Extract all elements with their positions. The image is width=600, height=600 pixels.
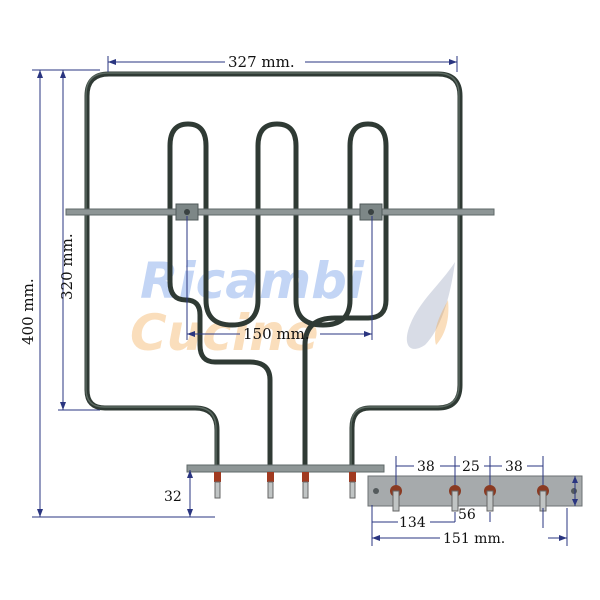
terminal-plate-detail: 38 25 38 134 56 151 mm. <box>367 456 583 547</box>
watermark-line1: Ricambi <box>140 252 365 310</box>
inner-serpentine <box>167 121 389 471</box>
dimension-width-top: 327 mm. <box>107 53 458 72</box>
label-height-total: 400 mm. <box>19 278 37 345</box>
plate-terminal-1 <box>390 485 402 512</box>
dimension-height-element: 320 mm. <box>58 69 100 411</box>
plate-terminal-3 <box>484 485 496 512</box>
label-plate-spacing-2: 25 <box>462 459 480 475</box>
label-width-top: 327 mm. <box>228 53 295 71</box>
label-plate-offset-b: 56 <box>458 507 476 523</box>
label-plate-spacing-1: 38 <box>417 459 435 475</box>
mounting-bar <box>65 203 495 221</box>
label-plate-offset-a: 134 <box>399 515 426 531</box>
label-bracket-spacing: 150 mm. <box>243 325 310 343</box>
label-height-element: 320 mm. <box>58 233 76 300</box>
label-terminal-height: 32 <box>164 489 182 505</box>
terminal-3 <box>302 472 309 499</box>
terminal-4 <box>349 472 356 499</box>
watermark-line2: Cucine <box>130 304 319 362</box>
label-plate-spacing-3: 38 <box>505 459 523 475</box>
dimension-bracket-spacing: 150 mm. <box>186 216 373 343</box>
label-plate-width: 151 mm. <box>443 531 505 547</box>
watermark-logo: Ricambi Cucine <box>130 252 455 362</box>
terminal-2 <box>267 472 274 499</box>
terminal-1 <box>214 472 221 499</box>
heating-element-tube <box>84 71 463 471</box>
terminal-bracket <box>186 464 385 499</box>
outer-loop <box>84 71 463 471</box>
plate-terminal-2 <box>449 485 461 512</box>
dimension-terminal-height: 32 <box>164 470 193 517</box>
watermark-flame-icon <box>406 262 455 349</box>
